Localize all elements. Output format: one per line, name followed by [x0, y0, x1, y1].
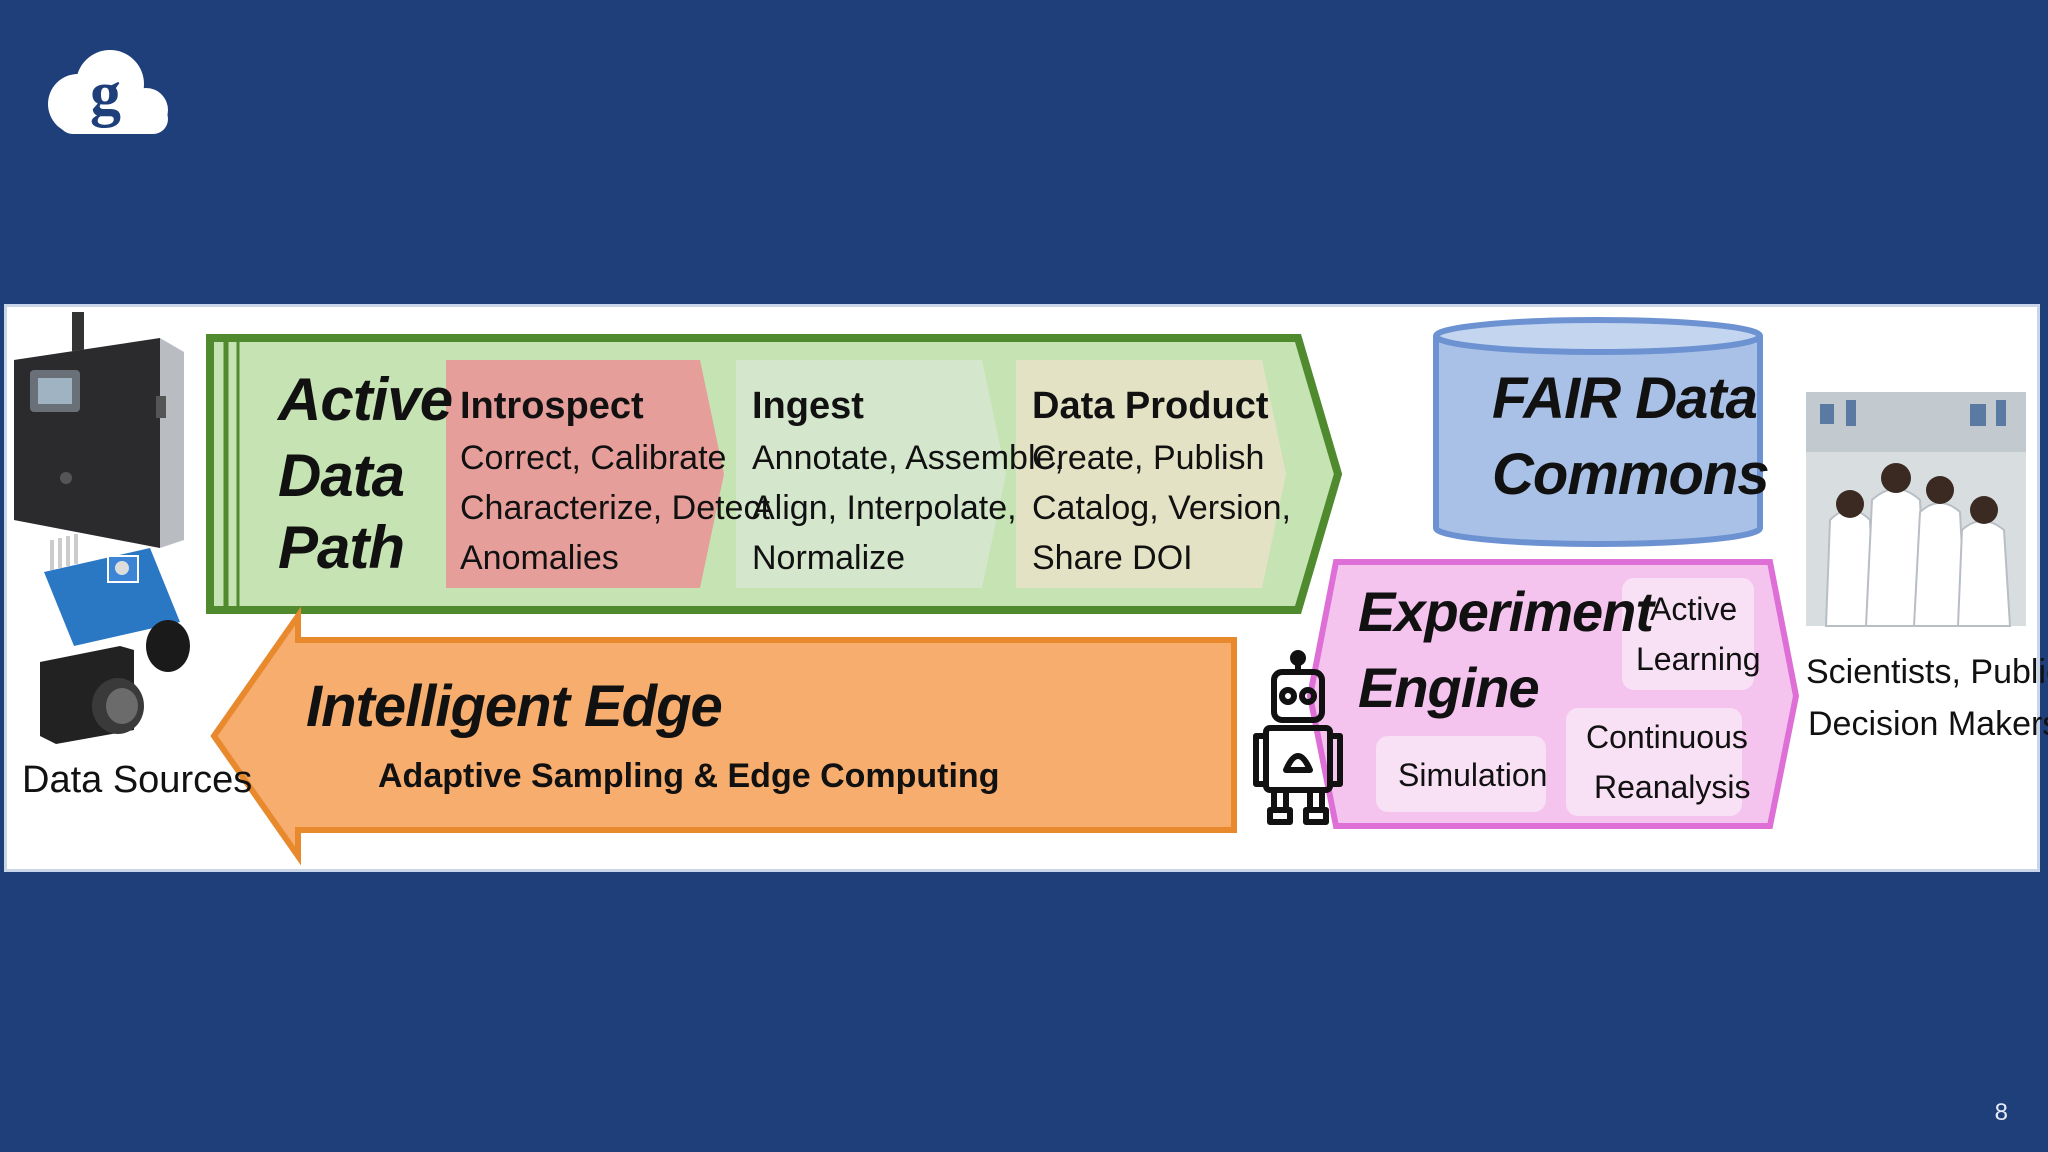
active-data-path-title-line-3: Path: [278, 514, 405, 581]
sensor-module-icon: [44, 534, 190, 672]
audience-line-1: Scientists, Public,: [1806, 653, 2048, 691]
reanalysis-line-1: Continuous: [1586, 719, 1748, 755]
experiment-engine-title-line-2: Engine: [1358, 656, 1540, 719]
experiment-engine-title-line-1: Experiment: [1358, 580, 1654, 643]
page-number: 8: [1994, 1099, 2008, 1127]
fair-data-commons-title-line-2: Commons: [1492, 442, 1770, 507]
audience-line-2: Decision Makers: [1808, 705, 2048, 743]
data-product-title: Data Product: [1032, 385, 1269, 427]
introspect-title: Introspect: [460, 385, 644, 427]
ingest-title: Ingest: [752, 385, 864, 427]
ingest-line-2: Align, Interpolate,: [752, 489, 1017, 527]
fair-data-commons-title-line-1: FAIR Data: [1492, 366, 1758, 431]
active-data-path-title-line-2: Data: [278, 442, 405, 509]
active-learning-line-2: Learning: [1636, 641, 1761, 677]
ingest-line-1: Annotate, Assemble,: [752, 439, 1064, 477]
simulation-box: [1376, 736, 1546, 812]
intelligent-edge-subtitle: Adaptive Sampling & Edge Computing: [378, 757, 1000, 795]
active-data-path-title-line-1: Active: [278, 366, 453, 433]
active-learning-box: [1622, 578, 1754, 690]
data-product-line-1: Create, Publish: [1032, 439, 1265, 477]
intelligent-edge-arrow: [210, 606, 1237, 866]
ingest-step: [736, 360, 1006, 588]
cloud-logo-icon: g: [48, 50, 168, 134]
data-product-step: [1016, 360, 1286, 588]
thermal-camera-icon: [40, 646, 144, 744]
data-product-line-2: Catalog, Version,: [1032, 489, 1291, 527]
fair-data-commons-cylinder: [1433, 317, 1763, 547]
reanalysis-line-2: Reanalysis: [1594, 769, 1751, 805]
svg-text:g: g: [90, 60, 121, 128]
data-product-line-3: Share DOI: [1032, 539, 1193, 577]
simulation-label: Simulation: [1398, 757, 1548, 793]
instrument-photo: [14, 312, 184, 548]
ingest-line-3: Normalize: [752, 539, 906, 577]
data-sources-label: Data Sources: [22, 759, 253, 801]
intelligent-edge-title: Intelligent Edge: [306, 674, 723, 739]
introspect-step: [446, 360, 724, 588]
active-learning-line-1: Active: [1650, 591, 1738, 627]
introspect-line-1: Correct, Calibrate: [460, 439, 727, 477]
reanalysis-box: [1566, 708, 1742, 816]
scientists-photo: [1806, 392, 2026, 627]
robot-icon: [1253, 650, 1343, 825]
introspect-line-2: Characterize, Detect: [460, 489, 770, 527]
introspect-line-3: Anomalies: [460, 539, 619, 577]
